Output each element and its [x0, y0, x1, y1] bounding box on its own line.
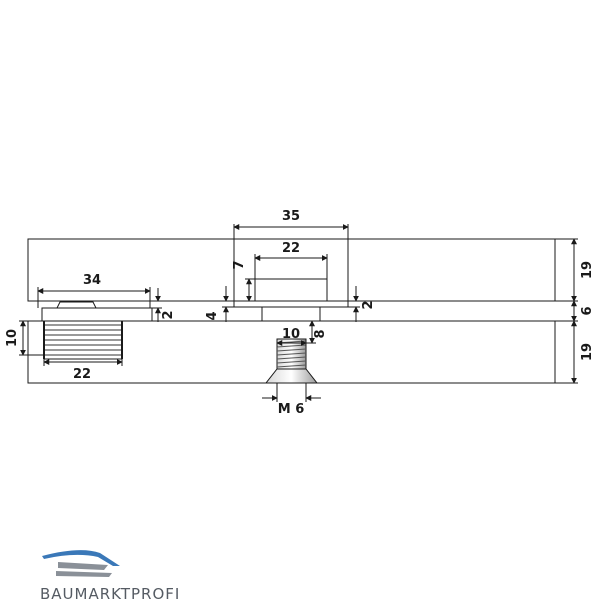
brand-logo: BAUMARKTPROFI — [40, 550, 180, 600]
center-bracket — [233, 278, 349, 322]
dim-bracket-width — [233, 224, 349, 301]
dim-thread-depth — [306, 320, 316, 344]
dim-thread-depth-label: 8 — [313, 329, 328, 338]
dim-right-stack — [555, 238, 578, 384]
dim-housing-width-label: 34 — [83, 273, 101, 288]
dim-body-height — [19, 320, 44, 356]
dim-thread-size — [262, 383, 321, 402]
dim-gap-total-label: 6 — [580, 306, 595, 315]
dim-thread-width-label: 10 — [282, 327, 300, 342]
dim-bottom-board-label: 19 — [580, 343, 595, 361]
dim-top-board-label: 19 — [580, 261, 595, 279]
dim-body-width — [43, 359, 123, 366]
dim-housing-width — [37, 287, 151, 308]
dim-plate-gap — [348, 286, 360, 322]
dim-gap-height — [222, 286, 234, 322]
dim-plate-width — [254, 254, 328, 279]
dim-thread-size-label: M 6 — [278, 402, 305, 417]
dim-bracket-width-label: 35 — [282, 209, 300, 224]
dim-plate-gap-label: 2 — [361, 300, 376, 309]
dim-block-height — [245, 278, 255, 302]
dim-housing-offset — [152, 288, 162, 322]
brand-name: BAUMARKTPROFI — [40, 585, 180, 600]
dim-body-width-label: 22 — [73, 367, 91, 382]
dim-plate-width-label: 22 — [282, 241, 300, 256]
dim-block-height-label: 7 — [232, 260, 247, 269]
left-hinge-housing — [41, 301, 153, 360]
dim-gap-height-label: 4 — [205, 311, 220, 320]
logo-roof-icon — [42, 550, 120, 566]
dim-body-height-label: 10 — [5, 329, 20, 347]
dim-housing-offset-label: 2 — [161, 310, 176, 319]
